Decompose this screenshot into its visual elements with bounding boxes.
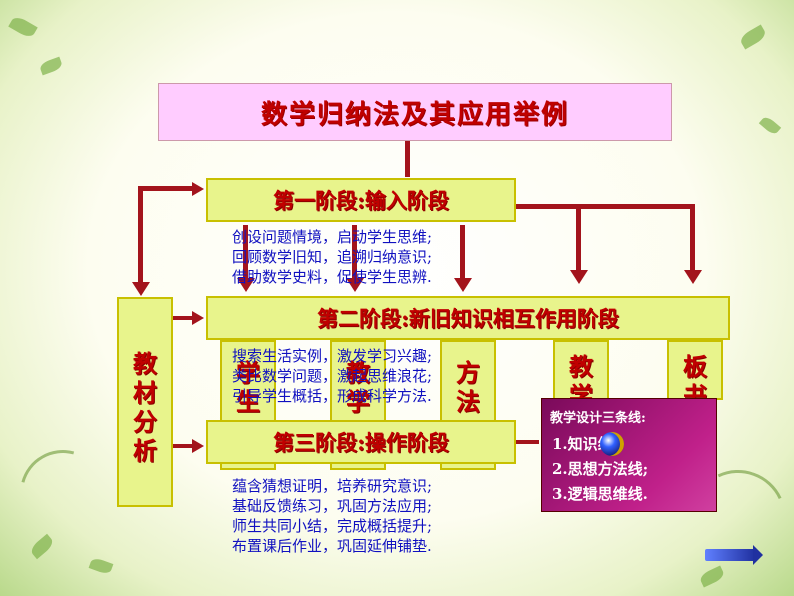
design-line-2: 2.思想方法线; [552,460,649,478]
stage-3-box: 第三阶段:操作阶段 [206,420,516,464]
connector-line [352,225,357,280]
stage-2-line: 引导学生概括，形成科学方法. [232,387,432,405]
column-methods-label: 方法 [456,358,480,416]
connector-line [243,225,248,280]
teaching-design-box: 教学设计三条线: 1.知识线; 2.思想方法线; 3.逻辑思维线. [541,398,717,512]
column-materials-analysis: 教材分析 [117,297,173,507]
connector-line [515,440,539,444]
arrow-right [192,311,204,325]
arrow-right [192,182,204,196]
stage-3-text: 蕴含猜想证明，培养研究意识; 基础反馈练习，巩固方法应用; 师生共同小结，完成概… [232,476,432,556]
connector-line [138,186,143,284]
stage-3-line: 基础反馈练习，巩固方法应用; [232,497,433,515]
connector-line [172,444,194,448]
stage-3-line: 师生共同小结，完成概括提升; [232,517,433,535]
connector-line [405,141,410,177]
arrow-down [237,278,255,292]
arrow-down [454,278,472,292]
connector-line [460,225,465,280]
column-board-label: 板书 [683,352,707,400]
arrow-down [132,282,150,296]
column-materials-label: 教材分析 [133,349,157,465]
column-teaching-label: 教学 [346,358,370,416]
stage-3-line: 布置课后作业，巩固延伸铺垫. [232,537,432,555]
stage-2-box: 第二阶段:新旧知识相互作用阶段 [206,296,730,340]
column-teaching-right: 教学 [553,340,609,400]
stage-1-line: 创设问题情境，启动学生思维; [232,228,433,246]
arrow-down [684,270,702,284]
design-line-3: 3.逻辑思维线. [552,485,648,503]
arrow-down [346,278,364,292]
stage-3-line: 蕴含猜想证明，培养研究意识; [232,477,433,495]
connector-line [515,204,695,209]
stage-1-line: 借助数学史料，促使学生思辨. [232,268,432,286]
connector-line [690,204,695,272]
connector-line [138,186,194,191]
column-teaching-right-label: 教学 [569,352,593,400]
column-board: 板书 [667,340,723,400]
stage-2-text: 搜索生活实例，激发学习兴趣; 类比数学问题，激起思维浪花; 引导学生概括，形成科… [232,346,432,406]
stage-1-line: 回顾数学旧知，追溯归纳意识; [232,248,433,266]
design-title: 教学设计三条线: [550,411,646,426]
sphere-icon [600,432,624,456]
arrow-right [192,439,204,453]
stage-1-text: 创设问题情境，启动学生思维; 回顾数学旧知，追溯归纳意识; 借助数学史料，促使学… [232,227,432,287]
column-students-label: 学生 [236,358,260,416]
next-arrow-icon[interactable] [705,545,763,565]
connector-line [576,204,581,272]
stage-1-box: 第一阶段:输入阶段 [206,178,516,222]
arrow-down [570,270,588,284]
stage-2-line: 搜索生活实例，激发学习兴趣; [232,347,433,365]
stage-2-line: 类比数学问题，激起思维浪花; [232,367,433,385]
diagram-title: 数学归纳法及其应用举例 [158,83,672,141]
connector-line [172,316,194,320]
